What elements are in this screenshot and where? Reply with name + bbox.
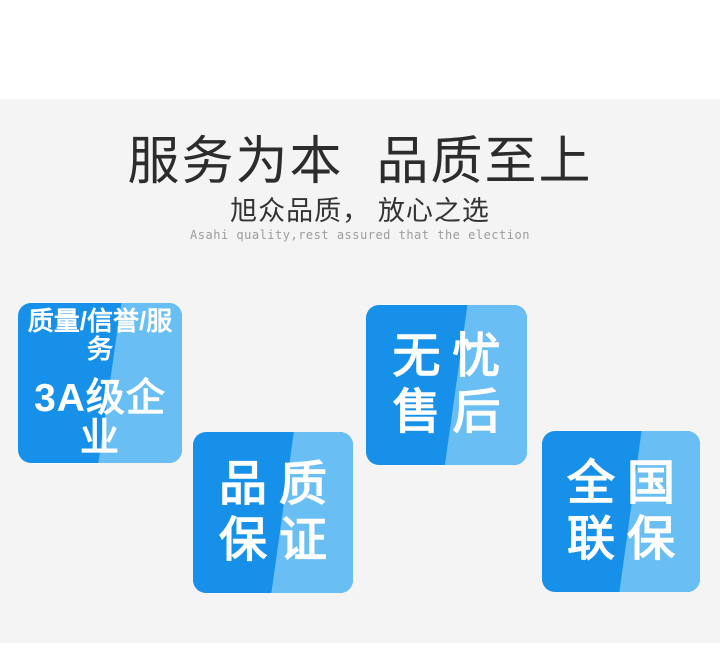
badge-aaa-enterprise-line-2: 3A级企业 [34, 377, 166, 460]
badge-aaa-enterprise: 质量/信誉/服务 3A级企业 [18, 303, 182, 463]
page-subtitle: 旭众品质， 放心之选 [230, 196, 490, 226]
page-subtitle-english: Asahi quality,rest assured that the elec… [190, 228, 530, 242]
badge-quality-guarantee-line-1: 品质 [218, 457, 339, 511]
badge-worry-free-aftersales-line-2: 售后 [392, 386, 513, 439]
badge-quality-guarantee: 品质 保证 [193, 432, 353, 593]
page-title: 服务为本 品质至上 [127, 133, 593, 191]
badge-aaa-enterprise-line-1: 质量/信誉/服务 [27, 306, 173, 364]
badge-worry-free-aftersales: 无忧 售后 [366, 305, 527, 465]
header-section: 服务为本 品质至上 旭众品质， 放心之选 Asahi quality,rest … [0, 99, 720, 242]
badge-quality-guarantee-line-2: 保证 [218, 513, 339, 567]
badge-nationwide-warranty: 全国 联保 [542, 431, 700, 592]
badge-nationwide-warranty-line-1: 全国 [566, 456, 687, 510]
badge-worry-free-aftersales-line-1: 无忧 [392, 330, 513, 383]
badge-nationwide-warranty-line-2: 联保 [566, 512, 687, 566]
